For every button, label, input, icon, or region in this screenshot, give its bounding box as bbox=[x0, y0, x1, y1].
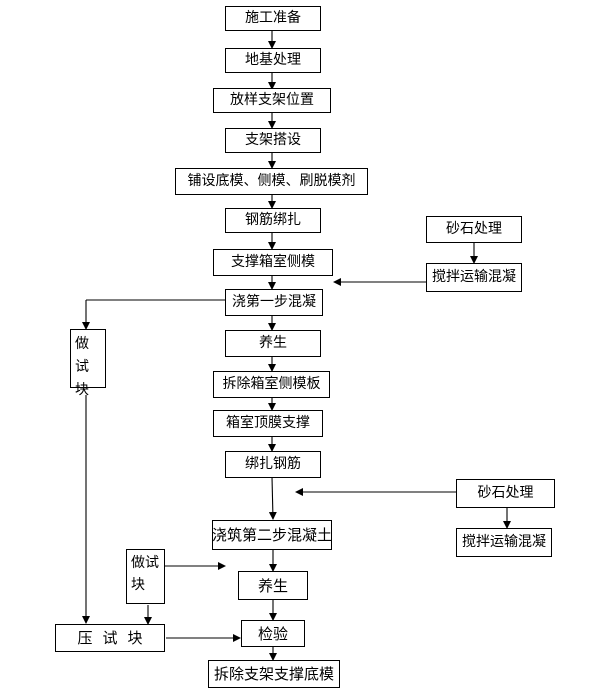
test-make-block-2: 做试块 bbox=[126, 549, 165, 604]
test-make-block-1: 做试块 bbox=[70, 329, 106, 398]
step-tie-rebar: 绑扎钢筋 bbox=[225, 451, 321, 478]
step-curing-2: 养生 bbox=[238, 571, 308, 600]
step-lay-formwork: 铺设底模、侧模、刷脱模剂 bbox=[175, 168, 368, 195]
step-curing-1: 养生 bbox=[225, 330, 321, 357]
step-remove-side-form: 拆除箱室侧模板 bbox=[213, 371, 330, 398]
step-rebar-tying: 钢筋绑扎 bbox=[225, 208, 321, 233]
step-construction-prep: 施工准备 bbox=[225, 6, 321, 31]
arrow-n12-n13 bbox=[268, 476, 277, 520]
supply-mix-transport-2: 搅拌运输混凝 bbox=[456, 528, 552, 557]
step-top-form-support: 箱室顶膜支撑 bbox=[213, 410, 323, 437]
test-press-block: 压试块 bbox=[55, 624, 165, 652]
step-remove-bottom-form: 拆除支架支撑底模 bbox=[208, 660, 340, 688]
step-support-side-form: 支撑箱室侧模 bbox=[213, 249, 333, 276]
step-inspection: 检验 bbox=[241, 620, 305, 647]
step-foundation-treatment: 地基处理 bbox=[225, 48, 321, 73]
supply-mix-transport-1: 搅拌运输混凝 bbox=[426, 263, 522, 292]
step-layout-support-position: 放样支架位置 bbox=[213, 88, 331, 113]
supply-sand-gravel-1: 砂石处理 bbox=[426, 216, 522, 243]
supply-sand-gravel-2: 砂石处理 bbox=[456, 479, 555, 508]
step-pour-second-concrete: 浇筑第二步混凝土 bbox=[212, 520, 332, 550]
step-pour-first-concrete: 浇第一步混凝 bbox=[225, 289, 323, 316]
step-erect-support: 支架搭设 bbox=[225, 128, 321, 153]
